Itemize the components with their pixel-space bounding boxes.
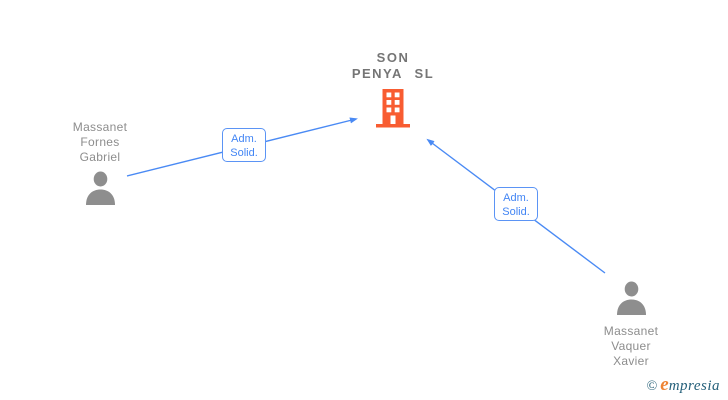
person-icon [84, 171, 117, 210]
edge-label-adm-solid-2: Adm. Solid. [494, 187, 538, 221]
brand-letter-e: e [660, 374, 669, 395]
person-node-massanet-vaquer-xavier[interactable]: Massanet Vaquer Xavier [589, 281, 673, 369]
copyright-icon: © [646, 379, 658, 394]
person-icon [615, 281, 648, 320]
company-name: SON PENYA SL [351, 50, 435, 81]
brand-text: mpresia [668, 378, 720, 394]
edge-label-adm-solid-1: Adm. Solid. [222, 128, 266, 162]
person-name-label: Massanet Vaquer Xavier [603, 324, 659, 368]
person-name-label: Massanet Fornes Gabriel [72, 120, 128, 164]
person-node-massanet-fornes-gabriel[interactable]: Massanet Fornes Gabriel [60, 120, 140, 210]
company-node-son-penya-sl[interactable]: SON PENYA SL [323, 50, 463, 133]
building-icon [376, 89, 410, 133]
empresia-logo[interactable]: ©empresia [647, 374, 720, 396]
